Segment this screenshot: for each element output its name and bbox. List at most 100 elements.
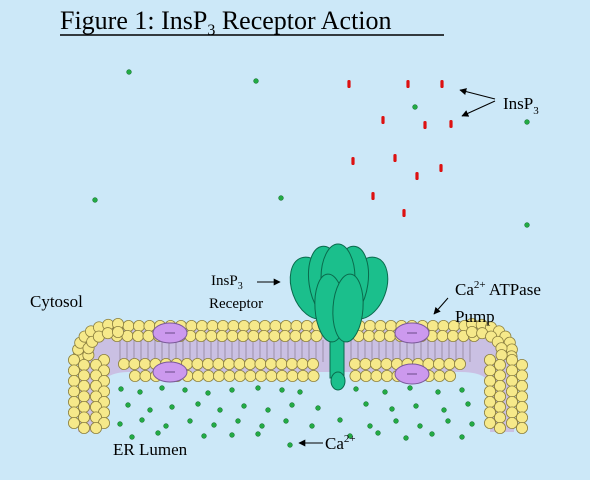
calcium-ion (429, 431, 435, 437)
calcium-ion (265, 407, 271, 413)
lipid-head (265, 369, 278, 382)
lipid-head (201, 357, 214, 370)
pump-label-line2: Pump (455, 307, 495, 326)
calcium-ion (195, 401, 201, 407)
lipid-head (493, 358, 506, 371)
lipid-head (432, 357, 445, 370)
lipid-head (505, 364, 518, 377)
insp3-molecule (406, 80, 410, 88)
calcium-ion (211, 422, 217, 428)
calcium-ion (375, 430, 381, 436)
lipid-head (128, 369, 141, 382)
lipid-head (254, 357, 267, 370)
calcium-ion (278, 195, 284, 201)
calcium-ion (92, 197, 98, 203)
calcium-ion (524, 119, 530, 125)
lipid-head (222, 357, 235, 370)
lipid-head (212, 357, 225, 370)
calcium-ion (137, 389, 143, 395)
calcium-ion (441, 407, 447, 413)
lipid-head (505, 395, 518, 408)
lipid-head (306, 357, 319, 370)
insp3-arrow-lower (461, 100, 496, 117)
calcium-ion (117, 421, 123, 427)
lipid-head (78, 400, 91, 413)
calcium-ion (255, 385, 261, 391)
pump-arrow (433, 297, 449, 315)
calcium-ion (289, 402, 295, 408)
lipid-head (191, 369, 204, 382)
calcium-ion (155, 430, 161, 436)
lipid-head (68, 353, 81, 366)
lipid-head (68, 416, 81, 429)
lipid-head (248, 319, 261, 332)
calcium-ion (469, 421, 475, 427)
lipid-head (373, 329, 386, 342)
calcium-ion (182, 387, 188, 393)
calcium-ion (159, 385, 165, 391)
calcium-ion (287, 442, 293, 448)
insp3-molecule (415, 172, 419, 180)
calcium-ion (337, 417, 343, 423)
calcium-ion (413, 403, 419, 409)
lipid-head (362, 329, 375, 342)
lipid-head (483, 385, 496, 398)
lipid-head (132, 319, 145, 332)
calcium-ion (393, 418, 399, 424)
calcium-ion (445, 418, 451, 424)
calcium-ion (241, 403, 247, 409)
calcium-ion (255, 431, 261, 437)
calcium-ion (187, 418, 193, 424)
lipid-head (275, 369, 288, 382)
lipid-head (453, 357, 466, 370)
calcium-ion (201, 433, 207, 439)
lipid-head (483, 374, 496, 387)
calcium-ion (363, 401, 369, 407)
lipid-head (254, 369, 267, 382)
calcium-ion (205, 390, 211, 396)
receptor-label-line1: InsP3 (211, 273, 243, 292)
insp3-molecule (381, 116, 385, 124)
calcium-ion (163, 423, 169, 429)
lipid-head (68, 364, 81, 377)
insp3-label: InsP3 (503, 94, 539, 117)
lipid-head (290, 319, 303, 332)
calcium-ion (407, 385, 413, 391)
lipid-head (268, 329, 281, 342)
lipid-head (516, 369, 529, 382)
insp3-molecule (439, 164, 443, 172)
lipid-head (483, 395, 496, 408)
calcium-ion (347, 433, 353, 439)
receptor-subunit (332, 273, 364, 343)
insp3-molecule (371, 192, 375, 200)
lipid-head (236, 329, 249, 342)
calcium-ion (147, 407, 153, 413)
lipid-head (195, 319, 208, 332)
lipid-head (78, 358, 91, 371)
membrane-lipid-bilayer (68, 317, 529, 434)
lipid-head (493, 379, 506, 392)
lipid-head (380, 357, 393, 370)
lipid-head (465, 325, 478, 338)
lipid-head (68, 385, 81, 398)
lipid-head (142, 329, 155, 342)
lipid-head (369, 357, 382, 370)
lipid-head (112, 325, 125, 338)
lipid-head (68, 395, 81, 408)
lipid-head (493, 421, 506, 434)
calcium-ion (459, 387, 465, 393)
lipid-head (237, 319, 250, 332)
lipid-head (505, 385, 518, 398)
calcium-ion (217, 407, 223, 413)
lipid-head (122, 319, 135, 332)
insp3-molecule (449, 120, 453, 128)
lipid-head (505, 353, 518, 366)
molecules (92, 69, 530, 448)
calcium-ion (229, 387, 235, 393)
lipid-head (202, 369, 215, 382)
lipid-head (505, 374, 518, 387)
lipid-head (483, 416, 496, 429)
insp3-arrow-upper (459, 88, 496, 100)
calcium-ion (389, 406, 395, 412)
lipid-head (370, 369, 383, 382)
